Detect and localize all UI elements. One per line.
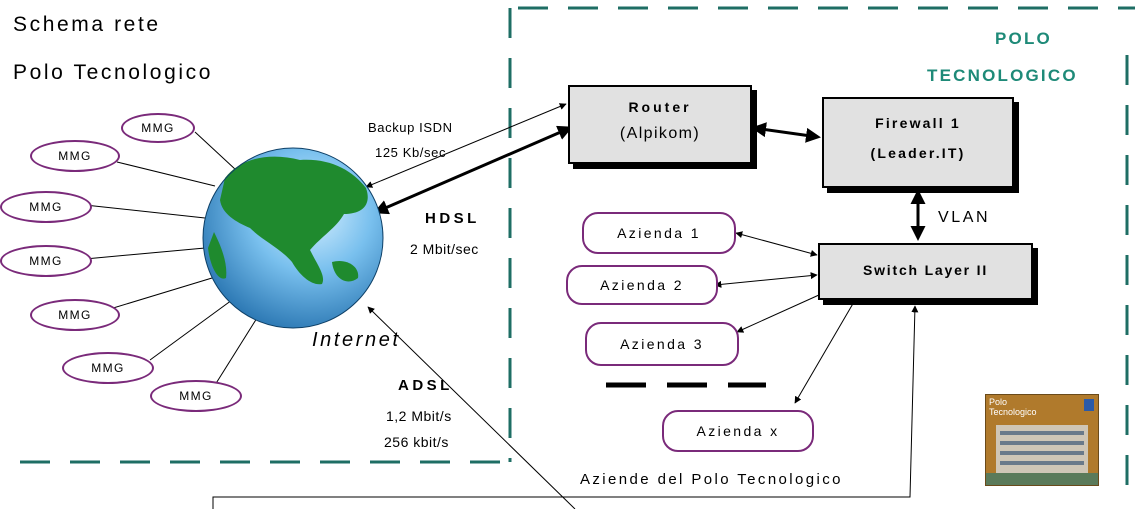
router-box: Router (Alpikom): [568, 85, 752, 164]
azienda-node: Azienda 1: [582, 212, 736, 254]
adsl-speed-up: 256 kbit/s: [384, 434, 449, 450]
zone-label-line2: TECNOLOGICO: [927, 66, 1078, 85]
adsl-label: ADSL: [398, 377, 453, 394]
firewall-name: Firewall 1: [875, 115, 961, 131]
logo-text-line2: Tecnologico: [989, 407, 1037, 417]
mmg-links: [84, 131, 263, 386]
router-vendor: (Alpikom): [619, 125, 701, 142]
zone-label-line1: POLO: [995, 29, 1052, 48]
diagram-title-line2: Polo Tecnologico: [13, 61, 213, 84]
backup-isdn-speed: 125 Kb/sec: [375, 145, 447, 160]
mmg-node: MMG: [62, 352, 154, 384]
aziende-links: [714, 231, 859, 404]
mmg-node: MMG: [0, 245, 92, 277]
diagram-title-line1: Schema rete: [13, 13, 161, 36]
globe-icon: [202, 147, 384, 329]
adsl-speed-down: 1,2 Mbit/s: [386, 408, 452, 424]
hdsl-label: HDSL: [425, 210, 480, 227]
mmg-node: MMG: [30, 140, 120, 172]
azienda-node: Azienda x: [662, 410, 814, 452]
vlan-label: VLAN: [938, 209, 991, 226]
logo-text-line1: Polo: [989, 397, 1008, 407]
building-photo-icon: Polo Tecnologico: [985, 394, 1099, 486]
azienda-node: Azienda 3: [585, 322, 739, 366]
internet-label: Internet: [312, 329, 401, 351]
aziende-caption: Aziende del Polo Tecnologico: [580, 471, 843, 488]
backup-isdn-label: Backup ISDN: [368, 120, 453, 135]
mmg-node: MMG: [121, 113, 195, 143]
mmg-node: MMG: [30, 299, 120, 331]
switch-name: Switch Layer II: [862, 262, 989, 278]
hdsl-link: [373, 125, 573, 215]
azienda-node: Azienda 2: [566, 265, 718, 305]
adsl-line: [212, 305, 919, 509]
firewall-vendor: (Leader.IT): [870, 145, 966, 161]
hdsl-speed: 2 Mbit/sec: [410, 241, 479, 257]
router-name: Router: [628, 99, 692, 115]
adsl-arrow: [367, 306, 576, 509]
router-firewall-link: [751, 122, 821, 143]
mmg-node: MMG: [150, 380, 242, 412]
zone-boundary: [20, 6, 1135, 505]
switch-box: Switch Layer II: [818, 243, 1033, 300]
mmg-node: MMG: [0, 191, 92, 223]
firewall-box: Firewall 1 (Leader.IT): [822, 97, 1014, 188]
